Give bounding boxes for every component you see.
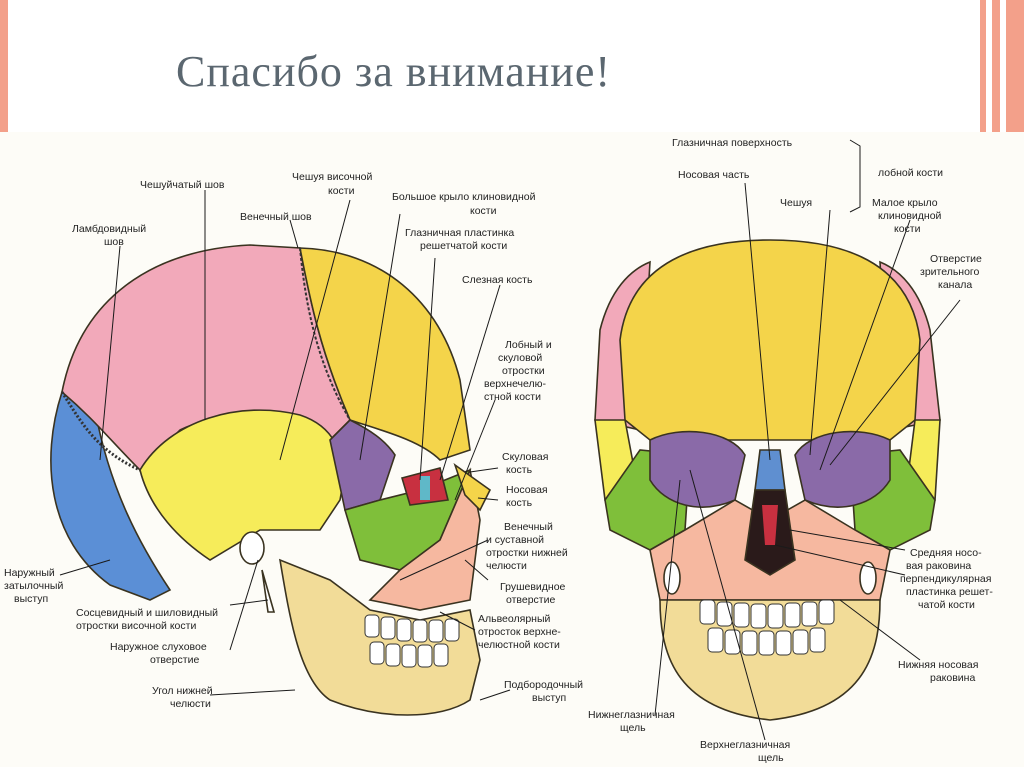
frontal-skull bbox=[594, 239, 941, 721]
label-ear-canal-2: отверстие bbox=[150, 654, 199, 666]
label-temporal-squama-2: кости bbox=[328, 185, 355, 197]
label-orbital-plate-2: решетчатой кости bbox=[420, 240, 507, 252]
label-perpendicular-plate-2: пластинка решет- bbox=[906, 586, 993, 598]
label-mastoid: Сосцевидный и шиловидный bbox=[76, 607, 218, 619]
leader-lines bbox=[59, 139, 961, 741]
label-lacrimal: Слезная кость bbox=[462, 274, 533, 286]
label-processes-3: отростки bbox=[502, 365, 545, 377]
label-coronal-suture: Венечный шов bbox=[240, 211, 312, 223]
slide-title: Спасибо за внимание! bbox=[176, 47, 612, 96]
slide-border-left bbox=[0, 0, 8, 132]
label-zygomatic: Скуловая bbox=[502, 451, 548, 463]
label-coronoid-3: отростки нижней bbox=[486, 547, 568, 559]
label-lesser-wing-2: клиновидной bbox=[878, 210, 942, 222]
label-occipital-protuberance: Наружный bbox=[4, 567, 55, 579]
label-mental: Подбородочный bbox=[504, 679, 583, 691]
frontal-labels: Глазничная поверхность лобной кости Носо… bbox=[588, 137, 993, 764]
label-optic-canal: Отверстие bbox=[930, 253, 982, 265]
label-coronoid: Венечный bbox=[504, 521, 553, 533]
label-mastoid-2: отростки височной кости bbox=[76, 620, 196, 632]
slide-border-right bbox=[980, 0, 1024, 132]
label-coronoid-4: челюсти bbox=[486, 560, 527, 572]
label-orbital-surface: Глазничная поверхность bbox=[672, 137, 793, 149]
label-alveolar-2: отросток верхне- bbox=[478, 626, 561, 638]
label-greater-wing-2: кости bbox=[470, 205, 497, 217]
label-optic-canal-2: зрительного bbox=[920, 266, 980, 278]
label-inferior-concha-2: раковина bbox=[930, 672, 975, 684]
lateral-labels: Чешуйчатый шов Чешуя височной кости Вене… bbox=[4, 171, 583, 710]
label-orbital-plate: Глазничная пластинка bbox=[405, 227, 514, 239]
label-processes: Лобный и bbox=[505, 339, 552, 351]
label-nasal-2: кость bbox=[506, 497, 533, 509]
label-occipital-protuberance-2: затылочный bbox=[4, 580, 63, 592]
label-alveolar: Альвеолярный bbox=[478, 613, 551, 625]
label-lesser-wing: Малое крыло bbox=[872, 197, 938, 209]
label-temporal-squama: Чешуя височной bbox=[292, 171, 373, 183]
label-lesser-wing-3: кости bbox=[894, 223, 921, 235]
label-mandible-angle-2: челюсти bbox=[170, 698, 211, 710]
label-supraorbital-fissure-2: щель bbox=[758, 752, 784, 764]
label-mandible-angle: Угол нижней bbox=[152, 685, 213, 697]
label-mental-2: выступ bbox=[532, 692, 566, 704]
label-occipital-protuberance-3: выступ bbox=[14, 593, 48, 605]
label-zygomatic-2: кость bbox=[506, 464, 533, 476]
label-nasal: Носовая bbox=[506, 484, 548, 496]
label-optic-canal-3: канала bbox=[938, 279, 972, 291]
label-processes-2: скуловой bbox=[498, 352, 542, 364]
label-alveolar-3: челюстной кости bbox=[478, 639, 560, 651]
label-nasal-part: Носовая часть bbox=[678, 169, 750, 181]
label-squamous-suture: Чешуйчатый шов bbox=[140, 179, 225, 191]
label-processes-5: стной кости bbox=[484, 391, 541, 403]
label-perpendicular-plate-3: чатой кости bbox=[918, 599, 975, 611]
label-piriform: Грушевидное bbox=[500, 581, 566, 593]
label-middle-concha: Средняя носо- bbox=[910, 547, 982, 559]
label-lambdoid-suture-2: шов bbox=[104, 236, 124, 248]
label-processes-4: верхнечелю- bbox=[484, 378, 547, 390]
label-greater-wing: Большое крыло клиновидной bbox=[392, 191, 536, 203]
label-supraorbital-fissure: Верхнеглазничная bbox=[700, 739, 790, 751]
label-ear-canal: Наружное слуховое bbox=[110, 641, 207, 653]
label-infraorbital-fissure-2: щель bbox=[620, 722, 646, 734]
label-middle-concha-2: вая раковина bbox=[906, 560, 971, 572]
skull-illustration: Чешуйчатый шов Чешуя височной кости Вене… bbox=[4, 137, 993, 764]
label-perpendicular-plate: перпендикулярная bbox=[900, 573, 991, 585]
label-coronoid-2: и суставной bbox=[486, 534, 544, 546]
label-piriform-2: отверстие bbox=[506, 594, 555, 606]
label-squama: Чешуя bbox=[780, 197, 812, 209]
label-lambdoid-suture: Ламбдовидный bbox=[72, 223, 146, 235]
label-infraorbital-fissure: Нижнеглазничная bbox=[588, 709, 675, 721]
label-inferior-concha: Нижняя носовая bbox=[898, 659, 978, 671]
label-frontal-bone: лобной кости bbox=[878, 167, 943, 179]
lateral-skull bbox=[50, 244, 492, 716]
skull-diagram: Чешуйчатый шов Чешуя височной кости Вене… bbox=[0, 132, 1024, 767]
